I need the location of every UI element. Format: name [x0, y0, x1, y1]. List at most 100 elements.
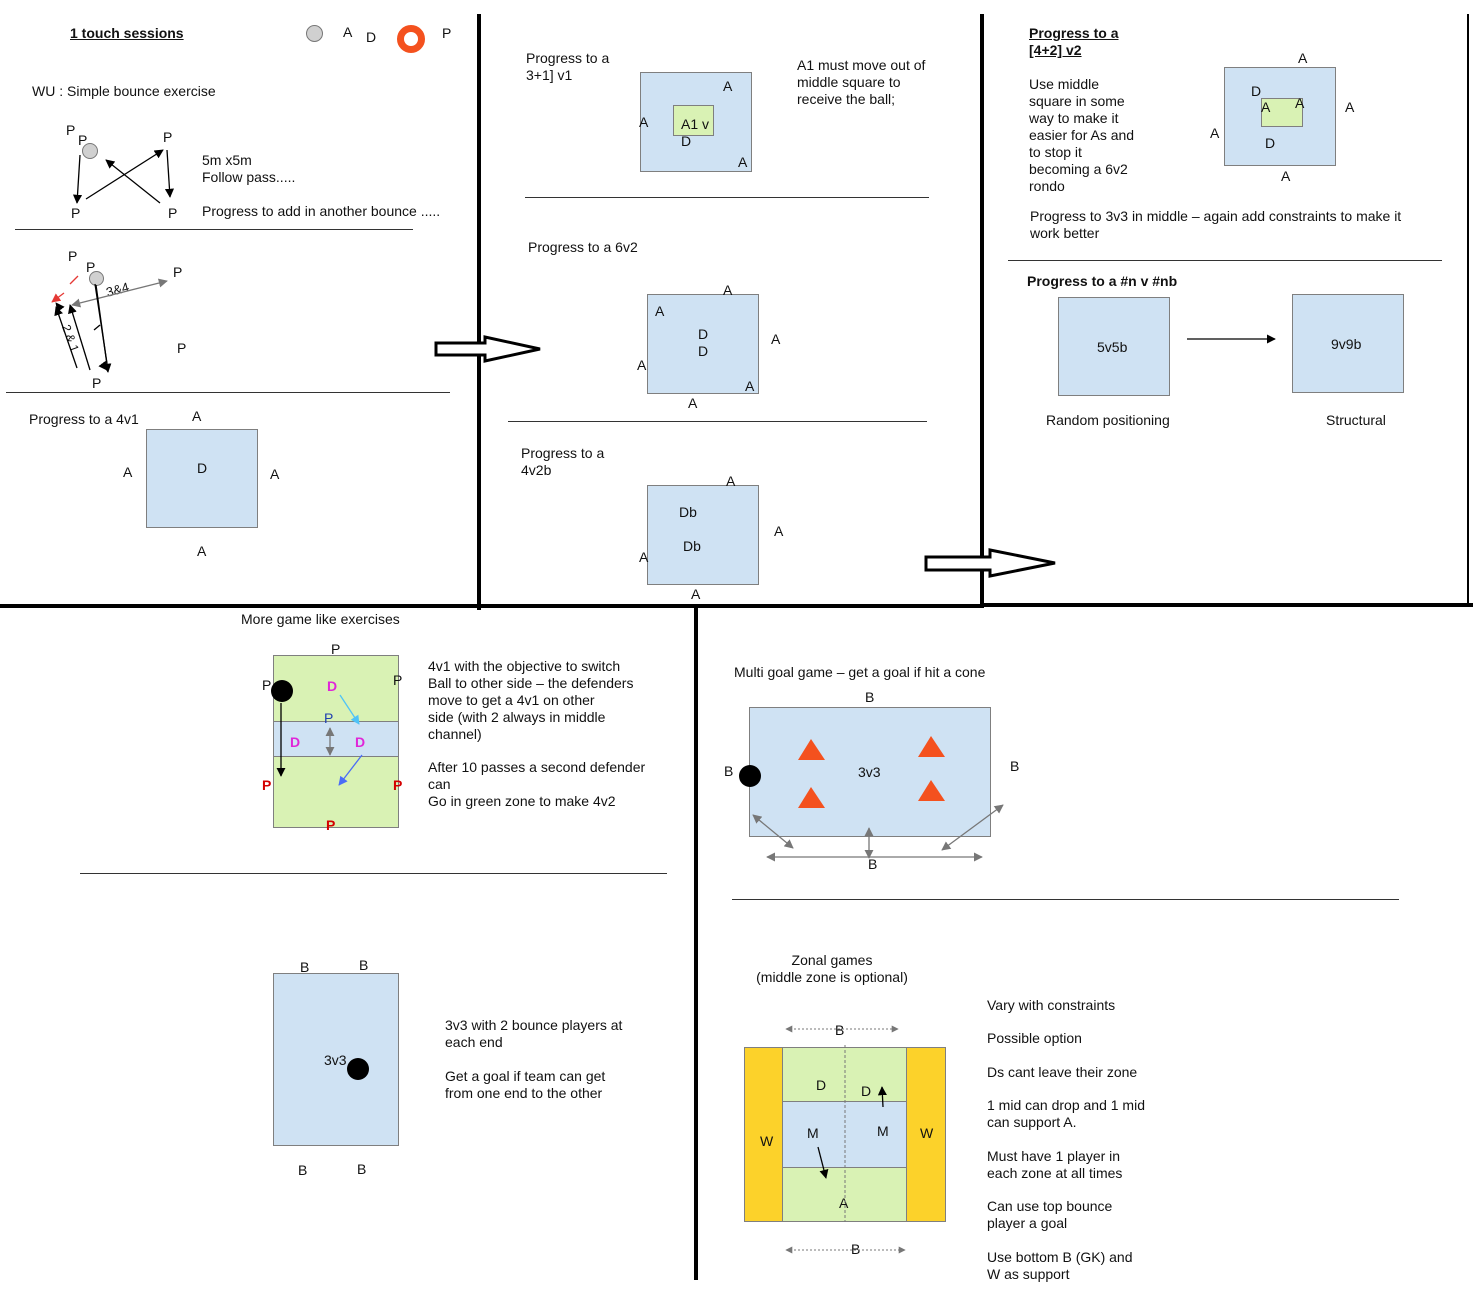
legend-a: A	[343, 24, 353, 40]
ball-icon	[82, 143, 98, 159]
label-a: A	[839, 1195, 849, 1211]
label-3v3: 3v3	[324, 1052, 347, 1068]
b2-player: P	[173, 264, 183, 280]
wu-description: 5m x5m Follow pass.....	[202, 152, 296, 185]
divider-h-mid	[481, 604, 981, 608]
label-a: A	[1281, 168, 1291, 184]
separator	[525, 197, 929, 198]
zonal-title: Zonal games (middle zone is optional)	[756, 952, 908, 985]
label-d: D	[1251, 83, 1262, 99]
prog-4v2b-title: Progress to a 4v2b	[521, 445, 605, 478]
multi-goal-title: Multi goal game – get a goal if hit a co…	[734, 664, 986, 680]
b2-player: P	[177, 340, 187, 356]
label-m: M	[807, 1125, 819, 1141]
label-a: A	[771, 331, 781, 347]
label-d: D	[290, 734, 301, 750]
divider-h-right	[980, 603, 1473, 607]
flow-arrow-icon	[434, 335, 541, 363]
zonal-note: Vary with constraints	[987, 997, 1116, 1013]
label-a: A	[1345, 99, 1355, 115]
cone-icon	[918, 736, 945, 757]
zonal-note: Possible option	[987, 1030, 1082, 1046]
prog-4v1-title: Progress to a 4v1	[29, 411, 139, 427]
session-title: 1 touch sessions	[70, 25, 184, 41]
label-9v9b: 9v9b	[1331, 336, 1362, 352]
separator	[6, 392, 450, 393]
label-p: P	[326, 817, 336, 833]
wu-arrows	[72, 149, 175, 204]
label-w: W	[920, 1125, 934, 1141]
grid-3v3	[273, 973, 399, 1146]
label-a: A	[745, 378, 755, 394]
label-a: A	[655, 303, 665, 319]
wu-player: P	[168, 205, 178, 221]
label-a: A	[192, 408, 202, 424]
mg-arrows	[752, 804, 1004, 862]
b2-player: P	[86, 259, 96, 275]
separator	[1008, 260, 1442, 261]
flow-arrow-icon	[924, 548, 1056, 578]
divider-v2	[980, 14, 984, 608]
inner-square	[673, 105, 714, 136]
wu-title: WU : Simple bounce exercise	[32, 83, 216, 99]
label-p: P	[324, 710, 334, 726]
label-db: Db	[683, 538, 701, 554]
cone-icon	[798, 739, 825, 760]
label-a1: A1 v	[681, 116, 710, 132]
wing-zone-right	[906, 1047, 946, 1222]
caption-random: Random positioning	[1046, 412, 1170, 428]
label-d: D	[698, 343, 709, 359]
zonal-note: 1 mid can drop and 1 mid can support A.	[987, 1097, 1145, 1130]
box-5v5b	[1058, 297, 1170, 396]
ball-icon	[739, 765, 761, 787]
wing-zone-left	[744, 1047, 783, 1222]
label-a: A	[726, 473, 736, 489]
ball-icon	[306, 25, 323, 42]
note-31: A1 must move out of middle square to rec…	[797, 57, 926, 107]
prog-n-title: Progress to a #n v #nb	[1027, 273, 1178, 289]
label-p: P	[262, 777, 272, 793]
grid-6v2	[647, 294, 759, 394]
section-title: More game like exercises	[241, 611, 400, 627]
caption-structural: Structural	[1326, 412, 1386, 428]
label-p: P	[262, 677, 272, 693]
label-p: P	[393, 672, 403, 688]
label-3v3: 3v3	[858, 764, 881, 780]
prog-42-desc: Use middle square in some way to make it…	[1029, 76, 1135, 194]
label-db: Db	[679, 504, 697, 520]
label-p: P	[331, 641, 341, 657]
label-a: A	[688, 395, 698, 411]
cone-icons	[798, 736, 945, 808]
desc-4v2: After 10 passes a second defender can Go…	[428, 759, 646, 809]
zonal-note: Use bottom B (GK) and W as support	[987, 1249, 1133, 1282]
zonal-note: Must have 1 player in each zone at all t…	[987, 1148, 1123, 1181]
label-b: B	[359, 957, 369, 973]
zonal-note: Can use top bounce player a goal	[987, 1198, 1113, 1231]
prog-6v2-title: Progress to a 6v2	[528, 239, 638, 255]
b2-player: P	[68, 248, 78, 264]
ball-icon	[347, 1058, 369, 1080]
wu-player: P	[71, 205, 81, 221]
prog-3v3-text: Progress to 3v3 in middle – again add co…	[1030, 208, 1402, 241]
label-d: D	[698, 326, 709, 342]
label-p: P	[393, 777, 403, 793]
label-b: B	[868, 856, 878, 872]
move-arrow	[338, 754, 363, 786]
label-a: A	[723, 78, 733, 94]
label-b: B	[298, 1162, 308, 1178]
label-d: D	[355, 734, 366, 750]
label-a: A	[1261, 99, 1271, 115]
pitch-bottom-zone	[273, 756, 399, 828]
separator	[80, 873, 667, 874]
label-a: A	[270, 466, 280, 482]
label-a: A	[723, 282, 733, 298]
label-b: B	[865, 689, 875, 705]
label-a: A	[639, 549, 649, 565]
label-d: D	[681, 133, 692, 149]
label-a: A	[123, 464, 133, 480]
label-a: A	[1295, 95, 1305, 111]
box-9v9b	[1292, 294, 1404, 393]
label-b: B	[724, 763, 734, 779]
move-arrow	[817, 1146, 829, 1179]
